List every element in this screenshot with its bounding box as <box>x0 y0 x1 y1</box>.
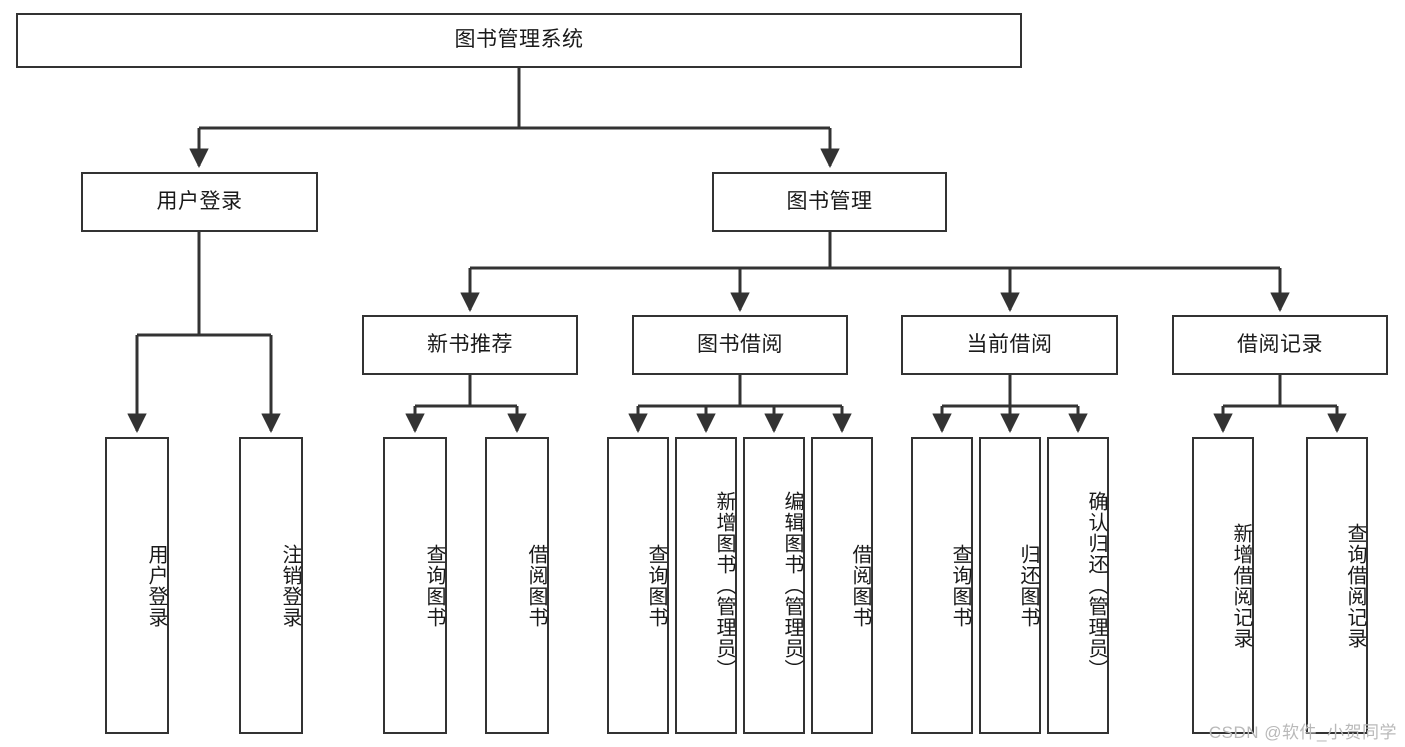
node-leaf-new-book-borrow[interactable]: 借阅图书 <box>485 437 549 734</box>
node-leaf-new-book-query-label: 查询图书 <box>423 543 445 628</box>
node-leaf-user-login-login[interactable]: 用户登录 <box>105 437 169 734</box>
node-leaf-book-borrow-edit[interactable]: 编辑图书（管理员） <box>743 437 805 734</box>
node-root-system-label: 图书管理系统 <box>454 28 584 52</box>
node-leaf-current-borrow-query-label: 查询图书 <box>949 543 971 628</box>
node-leaf-borrow-record-query-label: 查询借阅记录 <box>1344 522 1366 649</box>
node-current-borrow[interactable]: 当前借阅 <box>901 315 1118 375</box>
node-leaf-current-borrow-confirm-label: 确认归还（管理员） <box>1085 491 1107 680</box>
node-leaf-book-borrow-borrow-label: 借阅图书 <box>849 543 871 628</box>
node-leaf-user-login-logout[interactable]: 注销登录 <box>239 437 303 734</box>
node-new-book-recommend[interactable]: 新书推荐 <box>362 315 578 375</box>
node-leaf-borrow-record-add[interactable]: 新增借阅记录 <box>1192 437 1254 734</box>
node-leaf-current-borrow-query[interactable]: 查询图书 <box>911 437 973 734</box>
csdn-watermark: CSDN @软件_小贺同学 <box>1208 723 1397 742</box>
node-new-book-recommend-label: 新书推荐 <box>427 332 513 356</box>
node-leaf-new-book-query[interactable]: 查询图书 <box>383 437 447 734</box>
node-leaf-book-borrow-edit-label: 编辑图书（管理员） <box>781 491 803 680</box>
node-user-login-label: 用户登录 <box>156 189 243 213</box>
node-leaf-book-borrow-borrow[interactable]: 借阅图书 <box>811 437 873 734</box>
node-book-management-label: 图书管理 <box>786 189 873 213</box>
node-leaf-current-borrow-confirm[interactable]: 确认归还（管理员） <box>1047 437 1109 734</box>
node-current-borrow-label: 当前借阅 <box>966 332 1053 356</box>
node-book-borrow[interactable]: 图书借阅 <box>632 315 848 375</box>
node-leaf-current-borrow-return-label: 归还图书 <box>1017 543 1039 628</box>
node-leaf-borrow-record-add-label: 新增借阅记录 <box>1230 522 1252 649</box>
node-borrow-record[interactable]: 借阅记录 <box>1172 315 1388 375</box>
node-root-system[interactable]: 图书管理系统 <box>16 13 1022 68</box>
node-leaf-book-borrow-add[interactable]: 新增图书（管理员） <box>675 437 737 734</box>
node-leaf-new-book-borrow-label: 借阅图书 <box>525 543 547 628</box>
node-user-login[interactable]: 用户登录 <box>81 172 318 232</box>
node-leaf-user-login-login-label: 用户登录 <box>145 543 167 628</box>
node-leaf-borrow-record-query[interactable]: 查询借阅记录 <box>1306 437 1368 734</box>
node-leaf-book-borrow-add-label: 新增图书（管理员） <box>713 491 735 680</box>
node-book-management[interactable]: 图书管理 <box>712 172 947 232</box>
node-leaf-book-borrow-query[interactable]: 查询图书 <box>607 437 669 734</box>
node-borrow-record-label: 借阅记录 <box>1237 332 1323 356</box>
node-leaf-current-borrow-return[interactable]: 归还图书 <box>979 437 1041 734</box>
node-leaf-user-login-logout-label: 注销登录 <box>279 543 301 628</box>
node-book-borrow-label: 图书借阅 <box>697 332 783 356</box>
node-leaf-book-borrow-query-label: 查询图书 <box>645 543 667 628</box>
